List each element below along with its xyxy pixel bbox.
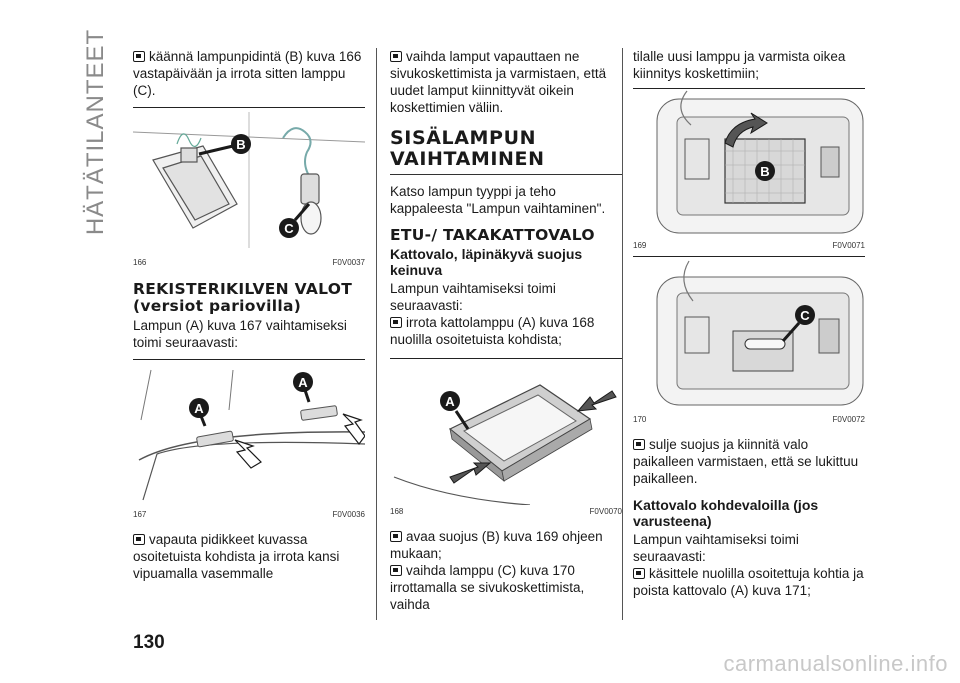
column-divider <box>376 48 377 620</box>
watermark: carmanualsonline.info <box>723 651 948 676</box>
paragraph: Lampun (A) kuva 167 vaihtamiseksi toimi … <box>133 318 347 350</box>
bullet-icon <box>133 534 145 545</box>
figure-169-illustration: B <box>656 90 864 234</box>
paragraph: käännä lampunpidintä (B) kuva 166 vastap… <box>133 49 362 98</box>
callout-label: C <box>800 308 810 323</box>
paragraph: sulje suojus ja kiinnitä valo paikalleen… <box>633 437 859 486</box>
paragraph: vaihda lamppu (C) kuva 170 irrottamalla … <box>390 563 585 612</box>
column-3: tilalle uusi lamppu ja varmista oikea ki… <box>633 48 865 599</box>
bullet-icon <box>390 51 402 62</box>
column-2: vaihda lamput vapauttaen ne sivukosketti… <box>390 48 622 613</box>
subsection-title: Kattovalo, läpinäkyvä suojus keinuva <box>390 246 583 278</box>
callout-label: A <box>298 375 308 390</box>
bullet-icon <box>390 317 402 328</box>
bullet-icon <box>133 51 145 62</box>
figure-167-illustration: A A <box>138 369 365 501</box>
figure-166-illustration: B C <box>133 112 365 248</box>
column-1: käännä lampunpidintä (B) kuva 166 vastap… <box>133 48 365 582</box>
section-heading: REKISTERIKILVEN VALOT (versiot pariovill… <box>133 280 353 315</box>
paragraph: tilalle uusi lamppu ja varmista oikea ki… <box>633 49 846 81</box>
callout-label: C <box>284 221 294 236</box>
paragraph: vapauta pidikkeet kuvassa osoitetuista k… <box>133 532 340 581</box>
bullet-icon <box>633 568 645 579</box>
paragraph: vaihda lamput vapauttaen ne sivukosketti… <box>390 49 607 115</box>
section-heading: SISÄLAMPUN VAIHTAMINEN <box>390 127 545 170</box>
section-title: HÄTÄTILANTEET <box>82 28 109 236</box>
paragraph: Katso lampun tyyppi ja teho kappaleesta … <box>390 184 606 216</box>
paragraph: irrota kattolamppu (A) kuva 168 nuolilla… <box>390 315 595 347</box>
section-side-tab: HÄTÄTILANTEET <box>82 29 109 235</box>
callout-label: B <box>760 164 769 179</box>
subsection-title: Kattovalo kohdevaloilla (jos varusteena) <box>633 497 819 529</box>
figure-168-illustration: A <box>393 384 617 505</box>
column-divider <box>622 48 623 620</box>
paragraph: avaa suojus (B) kuva 169 ohjeen mukaan; <box>390 529 603 561</box>
paragraph: käsittele nuolilla osoitettuja kohtia ja… <box>633 566 864 598</box>
subsection-heading: ETU-/ TAKAKATTOVALO <box>390 226 595 244</box>
bullet-icon <box>390 531 402 542</box>
paragraph: Lampun vaihtamiseksi toimi seuraavasti: <box>633 532 799 564</box>
bullet-icon <box>390 565 402 576</box>
heading-underline <box>390 174 622 175</box>
figure-170-illustration: C <box>656 260 864 406</box>
callout-label: A <box>194 401 204 416</box>
page-number: 130 <box>133 632 165 653</box>
callout-label: B <box>236 137 245 152</box>
callout-label: A <box>445 394 455 409</box>
bullet-icon <box>633 439 645 450</box>
paragraph: Lampun vaihtamiseksi toimi seuraavasti: <box>390 281 556 313</box>
